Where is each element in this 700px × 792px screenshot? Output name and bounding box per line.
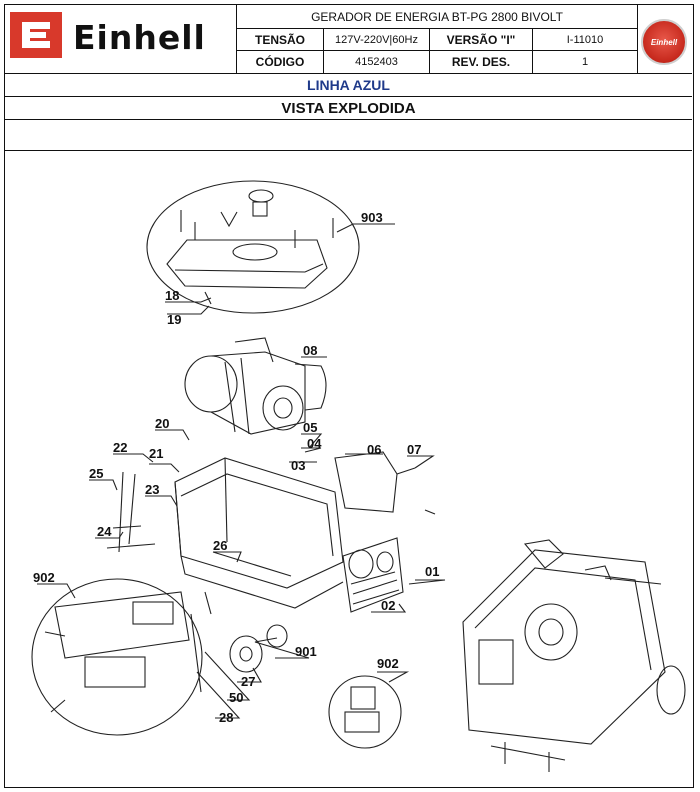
part-label-28: 28 xyxy=(219,710,233,725)
front-panel xyxy=(54,591,190,659)
part-label-22: 22 xyxy=(113,440,127,455)
part-label-26: 26 xyxy=(213,538,227,553)
product-title: GERADOR DE ENERGIA BT-PG 2800 BIVOLT xyxy=(311,9,563,24)
part-label-02: 02 xyxy=(381,598,395,613)
part-label-21: 21 xyxy=(149,446,163,461)
part-label-18: 18 xyxy=(165,288,179,303)
exploded-view-drawing: 903 18 19 08 20 05 04 06 07 03 22 21 25 … xyxy=(31,180,686,772)
part-label-07: 07 xyxy=(407,442,421,457)
part-label-19: 19 xyxy=(167,312,181,327)
brand-logo-text: Einhell xyxy=(73,18,206,57)
codigo-value: 4152403 xyxy=(355,56,398,68)
part-label-04: 04 xyxy=(307,436,322,451)
engine-assembly xyxy=(184,337,327,435)
rev-value: 1 xyxy=(581,56,589,68)
part-label-24: 24 xyxy=(97,524,112,539)
view-title: VISTA EXPLODIDA xyxy=(281,99,416,117)
wheel xyxy=(229,635,263,673)
fuel-cap xyxy=(248,189,274,203)
part-label-05: 05 xyxy=(303,420,317,435)
part-label-23: 23 xyxy=(145,482,159,497)
tensao-label: TENSÃO xyxy=(254,32,305,47)
einhell-logo-mark xyxy=(10,12,62,58)
seal-text: Einhell xyxy=(650,37,678,47)
versao-value: I-11010 xyxy=(566,33,604,46)
part-label-902-panel: 902 xyxy=(33,570,55,585)
versao-label: VERSÃO "I" xyxy=(446,32,516,47)
part-label-27: 27 xyxy=(241,674,255,689)
frame xyxy=(106,457,344,609)
part-label-50: 50 xyxy=(229,690,243,705)
parts-sheet: Einhell GERADOR DE ENERGIA BT-PG 2800 BI… xyxy=(4,4,694,788)
tank-callout-ellipse xyxy=(146,180,360,314)
small-callout-circle xyxy=(328,675,402,749)
einhell-seal-logo: Einhell xyxy=(641,19,687,65)
side-panel xyxy=(342,537,404,613)
part-label-20: 20 xyxy=(155,416,169,431)
rev-label: REV. DES. xyxy=(451,55,511,69)
part-label-901: 901 xyxy=(295,644,317,659)
control-box xyxy=(334,451,398,513)
part-label-25: 25 xyxy=(89,466,103,481)
part-label-08: 08 xyxy=(303,343,317,358)
assembled-generator xyxy=(462,539,686,772)
fuel-tank xyxy=(166,239,328,289)
codigo-label: CÓDIGO xyxy=(255,55,305,69)
part-label-03: 03 xyxy=(291,458,305,473)
part-label-06: 06 xyxy=(367,442,381,457)
part-label-902-small: 902 xyxy=(377,656,399,671)
tensao-value: 127V-220V|60Hz xyxy=(335,33,418,46)
product-line: LINHA AZUL xyxy=(307,77,390,93)
panel-callout-circle xyxy=(31,578,203,736)
title-block: Einhell GERADOR DE ENERGIA BT-PG 2800 BI… xyxy=(5,5,692,73)
part-label-903: 903 xyxy=(361,210,383,225)
part-label-01: 01 xyxy=(425,564,439,579)
